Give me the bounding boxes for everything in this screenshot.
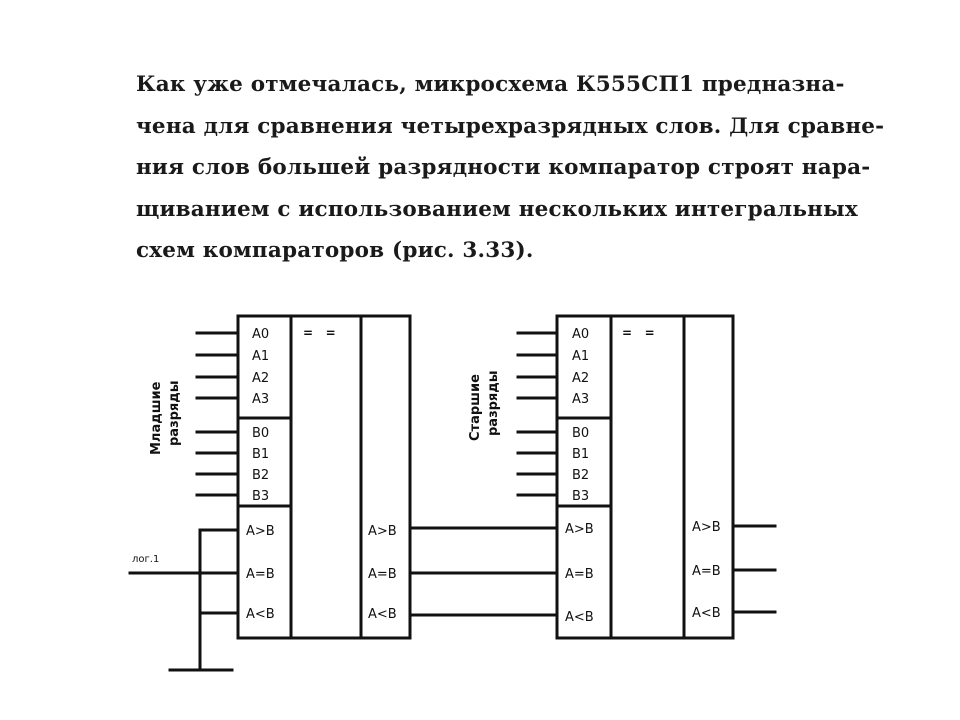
- side-label: разряды: [167, 380, 182, 446]
- right-chip: [516, 314, 777, 640]
- pin-label: B2: [252, 468, 269, 483]
- side-label: Старшие: [468, 374, 483, 441]
- right-chip-body: [555, 314, 735, 640]
- function-label: = =: [303, 326, 336, 340]
- pin-label: A>B: [692, 520, 721, 535]
- pin-label: A<B: [246, 607, 275, 622]
- logic-one-label: лог.1: [132, 554, 159, 565]
- pin-label: A<B: [368, 607, 397, 622]
- pin-label: B1: [572, 447, 589, 462]
- paragraph-line: щиванием с использованием нескольких инт…: [136, 196, 858, 222]
- paragraph: Как уже отмечалась, микросхема К555СП1 п…: [136, 64, 885, 272]
- left-chip-labels: A0 A1 A2 A3 B0 B1 B2 B3 A>B A=B A<B A>B …: [132, 326, 397, 622]
- paragraph-line: Как уже отмечалась, микросхема К555СП1 п…: [136, 72, 845, 97]
- pin-label: A=B: [368, 567, 397, 582]
- pin-label: A3: [572, 392, 589, 407]
- pin-label: B0: [252, 426, 269, 441]
- pin-label: A1: [252, 349, 269, 364]
- paragraph-line: ния слов большей разрядности компаратор …: [136, 155, 871, 180]
- pin-label: B1: [252, 447, 269, 462]
- pin-label: A=B: [246, 567, 275, 582]
- side-label: Младшие: [149, 381, 164, 455]
- pin-label: B0: [572, 426, 589, 441]
- pin-label: A2: [252, 371, 269, 386]
- right-chip-labels: A0 A1 A2 A3 B0 B1 B2 B3 A>B A=B A<B A>B …: [468, 326, 721, 625]
- paragraph-line: чена для сравнения четырехразрядных слов…: [136, 113, 885, 139]
- pin-label: A0: [572, 327, 589, 342]
- pin-label: B2: [572, 468, 589, 483]
- side-label: разряды: [486, 370, 501, 436]
- pin-label: B3: [572, 489, 589, 504]
- pin-label: A>B: [565, 522, 594, 537]
- pin-label: A0: [252, 327, 269, 342]
- paragraph-line: схем компараторов (рис. 3.33).: [136, 238, 534, 263]
- pin-label: A3: [252, 392, 269, 407]
- pin-label: B3: [252, 489, 269, 504]
- pin-label: A<B: [565, 610, 594, 625]
- pin-label: A>B: [246, 524, 275, 539]
- pin-label: A1: [572, 349, 589, 364]
- pin-label: A<B: [692, 606, 721, 621]
- left-chip-body: [236, 314, 412, 640]
- pin-label: A2: [572, 371, 589, 386]
- function-label: = =: [622, 326, 655, 340]
- pin-label: A=B: [565, 567, 594, 582]
- left-chip: [128, 314, 412, 672]
- pin-label: A=B: [692, 564, 721, 579]
- pin-label: A>B: [368, 524, 397, 539]
